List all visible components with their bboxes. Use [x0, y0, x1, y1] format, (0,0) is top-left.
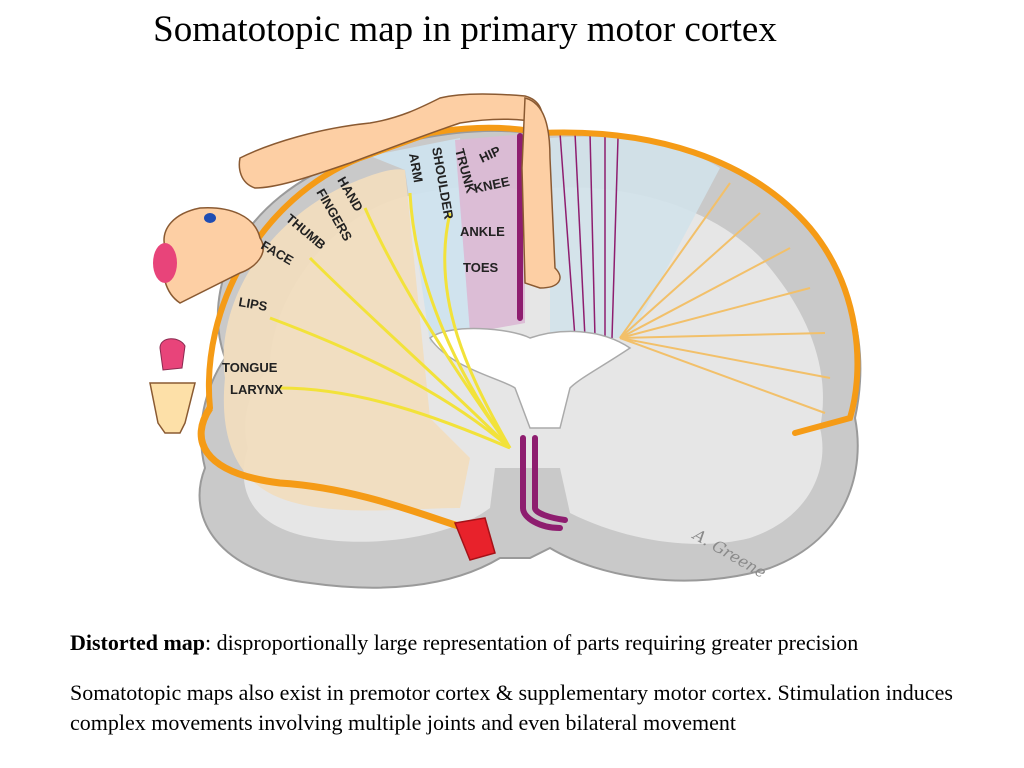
label-lips: LIPS: [237, 294, 268, 314]
artery: [453, 517, 496, 561]
label-toes: TOES: [463, 260, 498, 275]
mouth: [153, 243, 177, 283]
premotor-paragraph: Somatotopic maps also exist in premotor …: [70, 680, 953, 735]
corticobulbar-fibers: [269, 192, 512, 450]
leg-region: [455, 134, 525, 333]
face-region: [223, 169, 470, 511]
label-knee: KNEE: [473, 174, 512, 196]
leg-tract: [517, 133, 568, 531]
ventricles: [428, 327, 632, 429]
label-arm: ARM: [406, 152, 426, 184]
distorted-map-description: : disproportionally large representation…: [205, 630, 859, 655]
tongue-figure: [159, 338, 186, 371]
distorted-map-term: Distorted map: [70, 630, 206, 655]
face-figure: [162, 207, 264, 304]
leg-figure: [521, 97, 561, 289]
label-larynx: LARYNX: [230, 382, 283, 397]
page-title: Somatotopic map in primary motor cortex: [153, 9, 777, 50]
arm-region: [370, 138, 470, 343]
distorted-map-line: Distorted map: disproportionally large r…: [70, 630, 858, 656]
label-tongue: TONGUE: [222, 360, 278, 375]
right-cortex-region: [550, 136, 720, 338]
right-fibers: [619, 182, 831, 414]
larynx-figure: [149, 382, 196, 434]
midline-fibers: [559, 132, 619, 339]
descending-orange-tract: [197, 406, 466, 532]
motor-cortex-diagram: HIP KNEE TRUNK SHOULDER ARM ANKLE TOES H…: [149, 93, 862, 589]
eye: [204, 213, 216, 223]
label-ankle: ANKLE: [460, 224, 505, 239]
